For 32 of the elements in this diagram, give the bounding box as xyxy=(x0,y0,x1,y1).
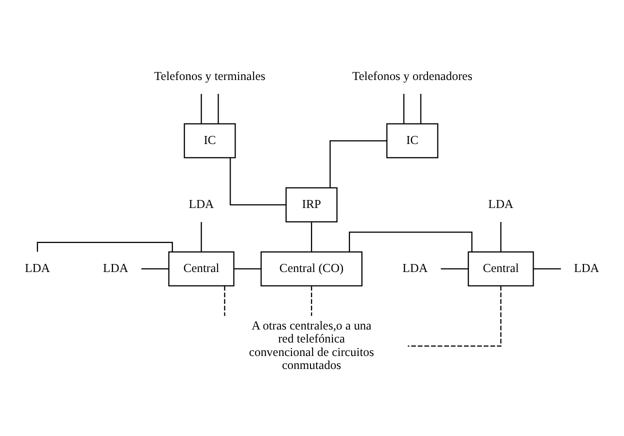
connector xyxy=(330,140,387,188)
connector xyxy=(534,268,561,270)
node-text: Telefonos y terminales xyxy=(154,68,266,83)
connector xyxy=(403,94,404,124)
connector xyxy=(408,286,502,347)
connector xyxy=(420,94,422,124)
node-box: Central (CO) xyxy=(260,251,362,286)
node-text: LDA xyxy=(488,197,514,212)
node-box: IC xyxy=(386,123,438,158)
connector xyxy=(224,286,226,316)
connector xyxy=(348,232,472,252)
connector xyxy=(230,158,286,206)
node-text: LDA xyxy=(103,261,128,276)
node-text: LDA xyxy=(402,261,428,276)
connector xyxy=(200,94,202,124)
node-box: Central xyxy=(168,251,234,286)
node-text: A otras centrales,o a una red telefónica convencional de circuitos conmutados xyxy=(249,318,374,372)
node-box: IRP xyxy=(286,187,338,222)
connector xyxy=(310,222,312,252)
connector xyxy=(141,268,169,270)
node-text: LDA xyxy=(24,261,50,276)
connector xyxy=(234,268,262,270)
node-box: Central xyxy=(468,251,534,286)
node-text: LDA xyxy=(574,261,600,276)
connector xyxy=(440,268,468,270)
connector xyxy=(310,286,312,316)
node-text: Telefonos y ordenadores xyxy=(352,68,472,83)
node-box: IC xyxy=(184,123,236,158)
connector xyxy=(200,222,202,252)
connector xyxy=(500,222,502,252)
node-text: LDA xyxy=(188,197,214,212)
connector xyxy=(218,94,219,124)
